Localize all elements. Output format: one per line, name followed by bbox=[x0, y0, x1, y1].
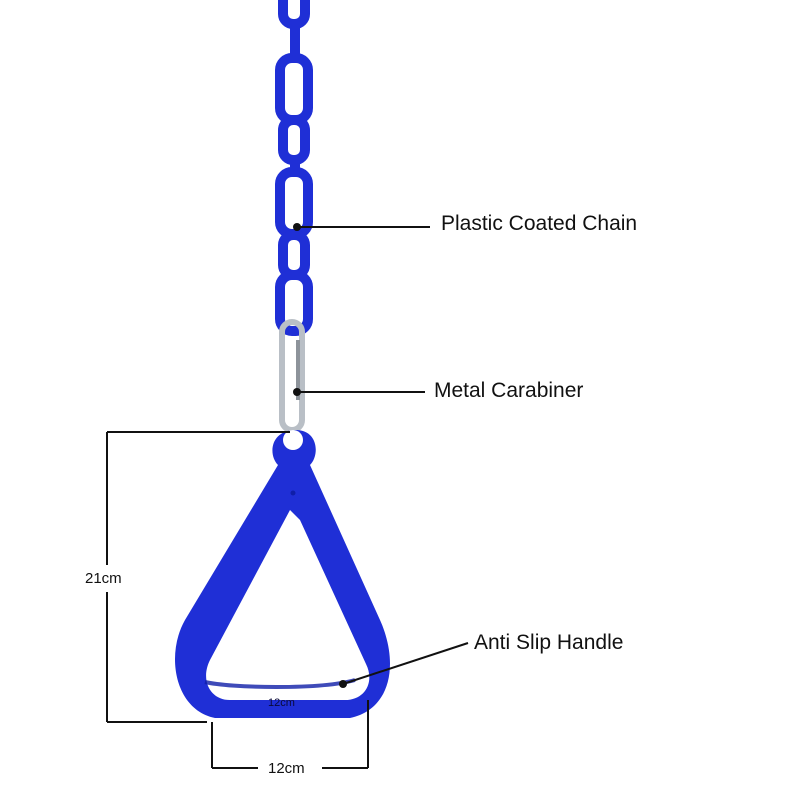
width-dimension-label: 12cm bbox=[268, 760, 305, 777]
callout-carabiner-label: Metal Carabiner bbox=[434, 379, 584, 402]
dimension-lines bbox=[106, 431, 369, 769]
callout-handle-label: Anti Slip Handle bbox=[474, 631, 624, 654]
height-dimension-label: 21cm bbox=[85, 570, 122, 587]
carabiner-icon bbox=[279, 319, 305, 433]
handle-print-label: 12cm bbox=[268, 697, 295, 709]
callout-chain-label: Plastic Coated Chain bbox=[441, 212, 638, 235]
callout-lines bbox=[293, 223, 469, 688]
triangle-handle-icon bbox=[175, 430, 390, 718]
